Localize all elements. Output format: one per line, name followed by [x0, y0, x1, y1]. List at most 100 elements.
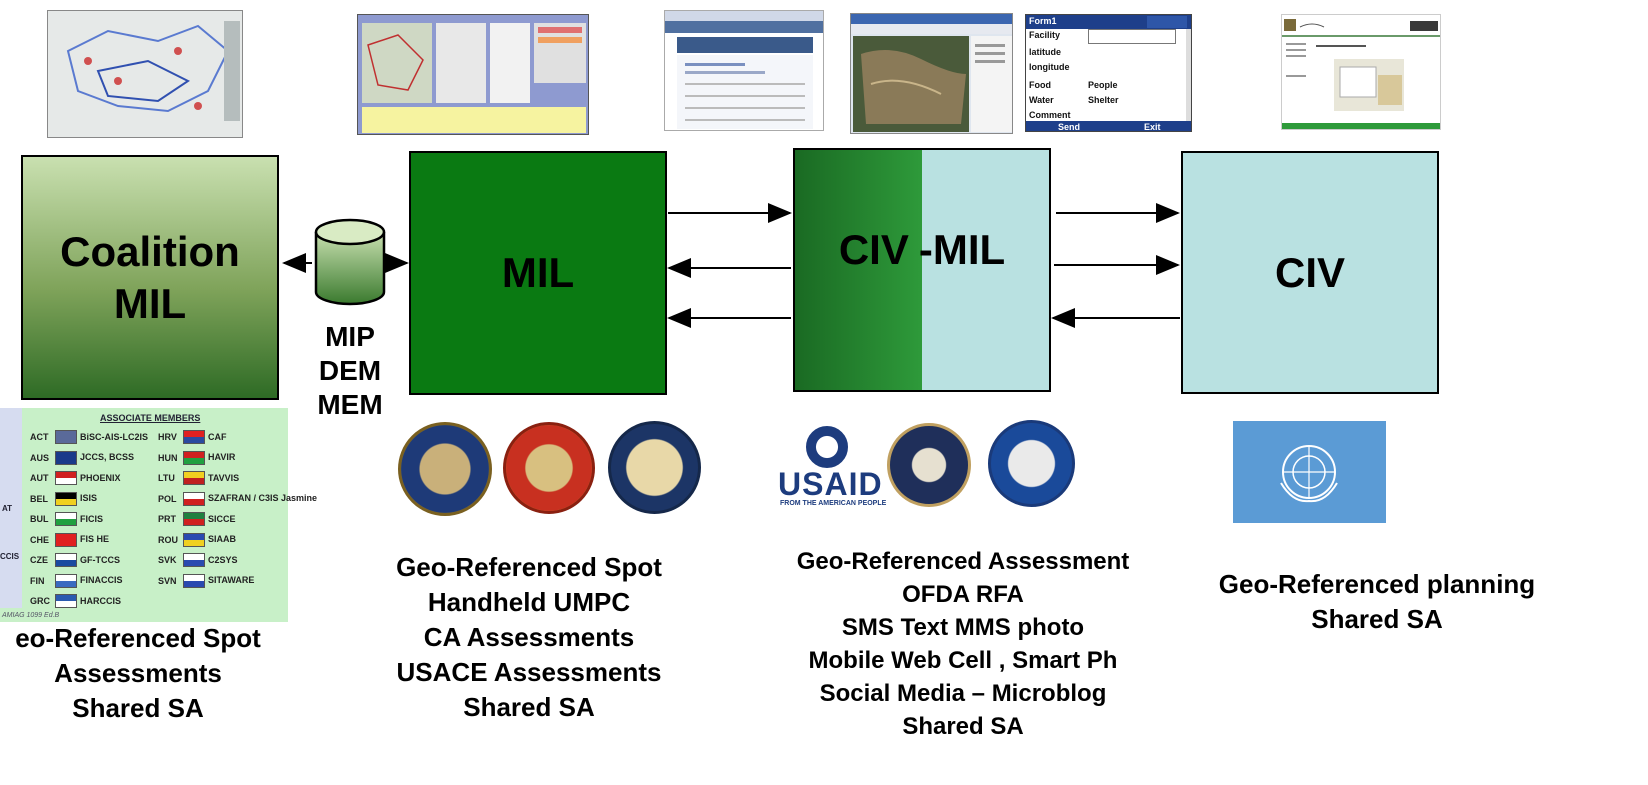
db-label: MIP DEM MEM	[300, 320, 400, 422]
form-check-food[interactable]: Food	[1029, 80, 1051, 90]
caption-mil-line-4: USACE Assessments	[396, 657, 662, 687]
facility-input[interactable]	[1088, 29, 1176, 44]
caption-civmil-line-3: SMS Text MMS photo	[841, 614, 1085, 641]
caption-mil-line-2: Handheld UMPC	[427, 587, 631, 617]
member-system-name: C2SYS	[208, 554, 238, 565]
caption-coalition: eo-Referenced Spot Assessments Shared SA	[0, 621, 303, 726]
member-system-name: FINACCIS	[80, 575, 123, 585]
caption-civmil-line-6: Shared SA	[902, 713, 1024, 740]
form-send-button[interactable]: Send	[1058, 122, 1081, 132]
caption-coalition-line-2: Assessments	[54, 658, 222, 688]
db-label-dem: DEM	[318, 355, 382, 386]
web-form-screenshot	[664, 10, 824, 131]
caption-civmil-line-4: Mobile Web Cell , Smart Ph	[808, 647, 1118, 674]
member-system-name: BiSC-AIS-LC2IS	[80, 431, 149, 442]
member-flag-icon	[183, 532, 205, 547]
army-seal-icon	[398, 422, 492, 516]
member-code: BEL	[30, 493, 48, 504]
member-row: BUL FICIS	[30, 512, 140, 526]
db-label-mem: MEM	[317, 389, 383, 420]
civ-label: CIV	[1274, 248, 1345, 296]
form-status-icons	[1147, 16, 1187, 28]
form-check-water[interactable]: Water	[1029, 95, 1054, 105]
caption-civ-line-1: Geo-Referenced planning	[1218, 569, 1536, 599]
member-code: BUL	[30, 514, 49, 524]
member-system-name: FIS HE	[80, 534, 110, 544]
member-flag-icon	[55, 491, 77, 506]
member-system-name: PHOENIX	[80, 472, 121, 483]
caption-civmil: Geo-Referenced Assessment OFDA RFA SMS T…	[758, 545, 1168, 743]
member-code: SVN	[158, 575, 177, 586]
civ-mil-box: CIV -MIL	[793, 148, 1051, 392]
member-system-name: ISIS	[80, 493, 98, 503]
member-row: AUT PHOENIX	[30, 471, 140, 485]
db-label-mip: MIP	[325, 321, 375, 352]
caption-civ-line-2: Shared SA	[1311, 604, 1443, 634]
caption-civmil-line-2: OFDA RFA	[902, 581, 1024, 608]
member-code: CZE	[30, 555, 48, 565]
usaid-logo-text: USAID	[778, 466, 883, 502]
members-title: ASSOCIATE MEMBERS	[100, 413, 201, 423]
member-flag-icon	[183, 430, 205, 444]
member-code: GRC	[30, 596, 50, 606]
form-check-shelter[interactable]: Shelter	[1088, 95, 1119, 105]
caption-mil-line-5: Shared SA	[463, 692, 595, 722]
map-screenshot-1	[47, 10, 243, 138]
form-title: Form1	[1029, 16, 1057, 26]
member-code: ROU	[158, 534, 178, 545]
form-scrollbar[interactable]	[1186, 29, 1191, 121]
member-row: BEL ISIS	[30, 491, 140, 506]
usaid-tagline: FROM THE AMERICAN PEOPLE	[780, 500, 887, 507]
member-system-name: CAF	[208, 431, 227, 442]
form-field-latitude: latitude	[1029, 47, 1062, 57]
member-flag-icon	[55, 471, 77, 485]
member-system-name: FICIS	[80, 513, 104, 524]
member-system-name: SICCE	[208, 513, 236, 524]
coalition-mil-label: Coalition MIL	[60, 227, 240, 327]
member-row: AUS JCCS, BCSS	[30, 450, 140, 465]
member-flag-icon	[55, 553, 77, 567]
member-code: AUT	[30, 473, 49, 483]
c2-app-screenshot	[357, 14, 589, 135]
state-department-seal-icon	[887, 423, 971, 507]
caption-mil: Geo-Referenced Spot Handheld UMPC CA Ass…	[359, 550, 699, 725]
caption-mil-line-3: CA Assessments	[423, 622, 635, 652]
member-system-name: SITAWARE	[208, 575, 255, 585]
member-system-name: JCCS, BCSS	[80, 452, 135, 462]
navy-seal-icon	[608, 421, 701, 514]
member-flag-icon	[183, 450, 205, 465]
member-flag-icon	[55, 430, 77, 444]
form-check-people[interactable]: People	[1088, 80, 1118, 90]
form-exit-button[interactable]: Exit	[1144, 122, 1161, 132]
member-code: CHE	[30, 534, 50, 545]
member-code: ACT	[30, 432, 49, 442]
mobile-form-screenshot: Form1 Facility latitude longitude Food P…	[1025, 14, 1192, 132]
caption-civmil-line-5: Social Media – Microblog	[819, 680, 1107, 707]
member-flag-icon	[55, 450, 77, 465]
mil-box: MIL	[409, 151, 667, 395]
caption-coalition-line-1: eo-Referenced Spot	[15, 623, 261, 653]
member-code: HRV	[158, 432, 177, 442]
caption-mil-line-1: Geo-Referenced Spot	[396, 552, 662, 582]
satellite-map-screenshot	[850, 13, 1013, 134]
mil-label: MIL	[501, 249, 575, 296]
caption-civ: Geo-Referenced planning Shared SA	[1182, 567, 1572, 637]
database-icon	[314, 218, 386, 306]
members-side-label-ccis: CCIS	[0, 552, 20, 561]
member-code: AUS	[30, 452, 50, 463]
civ-mil-label-mil: -MIL	[918, 226, 1006, 273]
members-side-label-at: AT	[2, 504, 13, 513]
member-code: POL	[158, 493, 177, 504]
member-system-name: HAVIR	[208, 452, 236, 462]
form-field-comment: Comment	[1029, 110, 1071, 120]
member-flag-icon	[183, 491, 205, 506]
form-field-longitude: longitude	[1029, 62, 1070, 72]
member-code: PRT	[158, 514, 176, 524]
civ-mil-label-civ: CIV	[838, 226, 909, 273]
member-row: CHE FIS HE	[30, 532, 140, 547]
